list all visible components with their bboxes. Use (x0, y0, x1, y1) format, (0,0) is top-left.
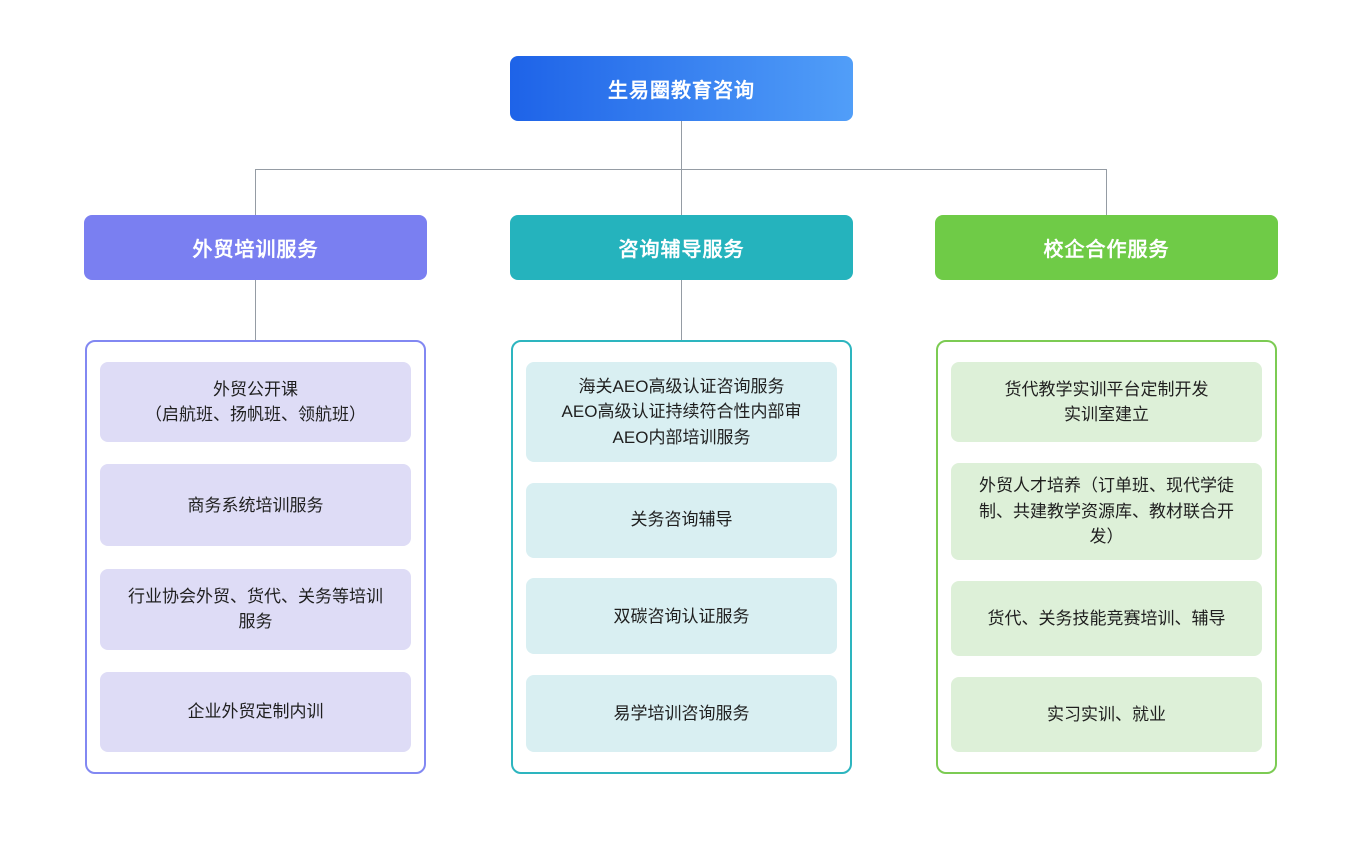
connector-branch3-vertical (1106, 169, 1107, 215)
branch-container-consulting-coaching: 海关AEO高级认证咨询服务 AEO高级认证持续符合性内部审 AEO内部培训服务 … (511, 340, 852, 774)
branch-header-label: 校企合作服务 (1043, 239, 1170, 261)
branch-header-school-enterprise: 校企合作服务 (935, 215, 1278, 280)
connector-branch1-vertical (255, 169, 256, 215)
branch-header-consulting-coaching: 咨询辅导服务 (510, 215, 853, 280)
connector-branch2-sub (681, 280, 682, 340)
service-item: 货代、关务技能竞赛培训、辅导 (951, 581, 1262, 656)
root-node-label: 生易圈教育咨询 (608, 80, 755, 102)
branch-header-trade-training: 外贸培训服务 (84, 215, 427, 280)
service-item: 关务咨询辅导 (526, 482, 837, 558)
branch-header-label: 咨询辅导服务 (618, 239, 745, 261)
root-node: 生易圈教育咨询 (510, 56, 853, 121)
service-item: 企业外贸定制内训 (100, 671, 411, 752)
service-item: 海关AEO高级认证咨询服务 AEO高级认证持续符合性内部审 AEO内部培训服务 (526, 362, 837, 462)
branch-container-trade-training: 外贸公开课 （启航班、扬帆班、领航班） 商务系统培训服务 行业协会外贸、货代、关… (85, 340, 426, 774)
branch-container-school-enterprise: 货代教学实训平台定制开发 实训室建立 外贸人才培养（订单班、现代学徒制、共建教学… (936, 340, 1277, 774)
connector-branch1-sub (255, 280, 256, 340)
service-item: 易学培训咨询服务 (526, 674, 837, 752)
service-item: 外贸人才培养（订单班、现代学徒制、共建教学资源库、教材联合开发） (951, 463, 1262, 560)
service-item: 商务系统培训服务 (100, 464, 411, 547)
service-item: 外贸公开课 （启航班、扬帆班、领航班） (100, 362, 411, 442)
branch-header-label: 外贸培训服务 (192, 239, 319, 261)
service-item: 实习实训、就业 (951, 677, 1262, 752)
service-item: 行业协会外贸、货代、关务等培训服务 (100, 568, 411, 650)
connector-root-vertical (681, 121, 682, 169)
service-item: 货代教学实训平台定制开发 实训室建立 (951, 362, 1262, 442)
connector-branch2-vertical (681, 169, 682, 215)
service-item: 双碳咨询认证服务 (526, 578, 837, 655)
